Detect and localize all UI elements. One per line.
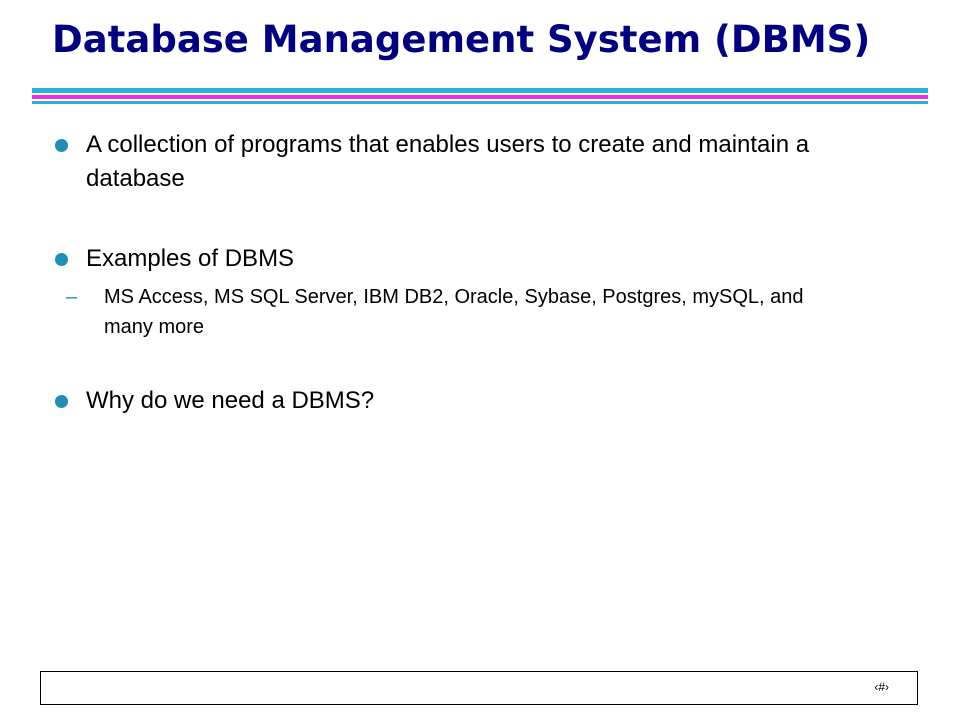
bullet-dot-icon [55, 139, 68, 152]
bullet-dot-icon [55, 395, 68, 408]
slide-number: ‹#› [874, 680, 889, 694]
bullet-dot-icon [55, 253, 68, 266]
footer-bar: ‹#› [40, 671, 918, 705]
sub-bullet-item: – MS Access, MS SQL Server, IBM DB2, Ora… [18, 282, 912, 342]
bullet-item: Why do we need a DBMS? [52, 384, 912, 418]
bullet-text: Examples of DBMS [86, 245, 295, 272]
bullet-item: Examples of DBMS [52, 242, 912, 276]
title-divider-bottom [32, 101, 928, 104]
slide-body: A collection of programs that enables us… [52, 128, 912, 418]
bullet-text: Why do we need a DBMS? [86, 387, 375, 414]
title-divider-middle [32, 95, 928, 99]
slide-title: Database Management System (DBMS) [52, 18, 871, 61]
bullet-item: A collection of programs that enables us… [52, 128, 912, 196]
dash-icon: – [66, 286, 78, 308]
title-divider-top [32, 88, 928, 93]
bullet-text: A collection of programs that enables us… [86, 131, 810, 192]
sub-bullet-text: MS Access, MS SQL Server, IBM DB2, Oracl… [104, 286, 804, 338]
